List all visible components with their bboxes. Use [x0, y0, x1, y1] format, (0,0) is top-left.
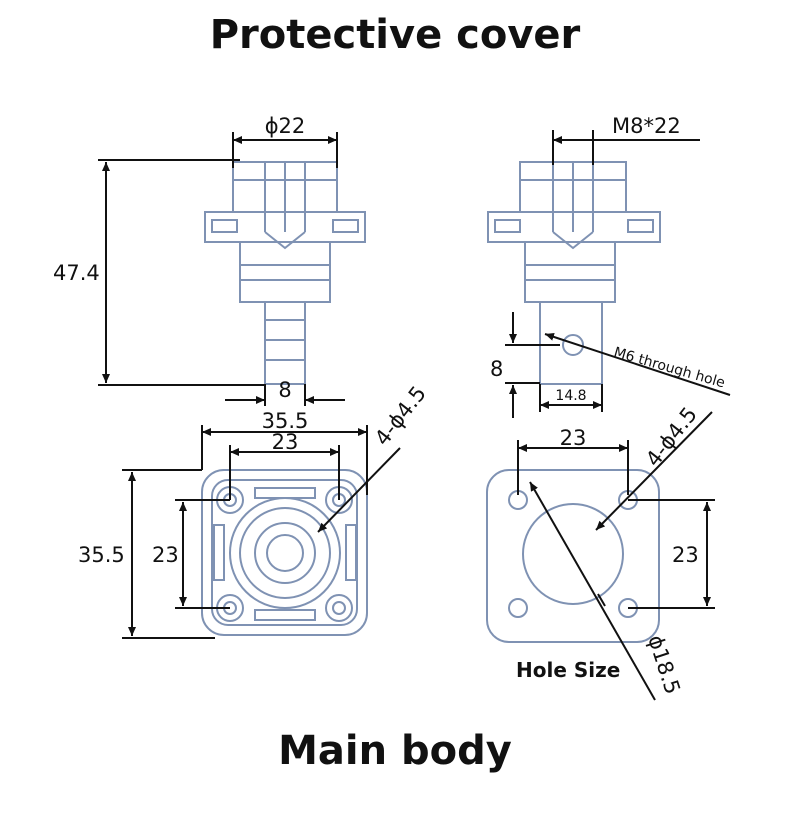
dim-shaft-8: 8 [225, 378, 345, 406]
dim-35-5-top: 35.5 [201, 409, 368, 495]
base-plate [201, 469, 368, 636]
center-hole [266, 534, 304, 572]
label-35-5-top: 35.5 [262, 409, 309, 433]
dim-23-right-top: 23 [517, 426, 629, 495]
label-14-8: 14.8 [555, 388, 586, 404]
label-hole-size: Hole Size [516, 658, 620, 682]
protective-cover-left-view [204, 161, 366, 385]
dim-14-8: 14.8 [539, 384, 603, 412]
dim-m8x22: M8*22 [552, 114, 700, 165]
dim-23-top: 23 [229, 430, 340, 500]
label-23-right-side: 23 [672, 543, 699, 567]
label-23-right-top: 23 [560, 426, 587, 450]
label-offset-8: 8 [490, 357, 503, 381]
main-body-left-view [201, 469, 368, 636]
mounting-plate [486, 469, 660, 643]
dim-23-left: 23 [152, 499, 230, 609]
dim-35-5-left: 35.5 [78, 469, 215, 639]
dim-47-4: 47.4 [53, 159, 265, 386]
label-phi18-5: ϕ18.5 [643, 632, 685, 697]
label-23-top: 23 [272, 430, 299, 454]
label-35-5-left: 35.5 [78, 543, 125, 567]
dim-holes-right: 4-ϕ4.5 [595, 403, 713, 531]
protective-cover-title: Protective cover [209, 12, 581, 58]
label-phi22: ϕ22 [265, 114, 306, 138]
mounting-pattern-view [486, 469, 660, 643]
center-cutout [522, 503, 624, 605]
protective-cover-right-view [487, 161, 661, 385]
label-holes-right: 4-ϕ4.5 [641, 403, 702, 472]
cover-threaded-shaft [264, 301, 306, 385]
label-47-4: 47.4 [53, 261, 100, 285]
main-body-title: Main body [278, 728, 512, 774]
label-m6: M6 through hole [612, 344, 727, 391]
cover-lower-body [239, 241, 331, 303]
label-23-left: 23 [152, 543, 179, 567]
label-shaft-8: 8 [278, 378, 291, 402]
dim-23-right-side: 23 [628, 499, 715, 609]
m6-hole [562, 334, 584, 356]
dim-holes-left: 4-ϕ4.5 [317, 382, 431, 533]
dim-phi22: ϕ22 [232, 114, 338, 168]
label-holes-left: 4-ϕ4.5 [370, 382, 431, 451]
label-m8x22: M8*22 [612, 114, 681, 138]
dim-m6: M6 through hole 8 [490, 312, 731, 418]
